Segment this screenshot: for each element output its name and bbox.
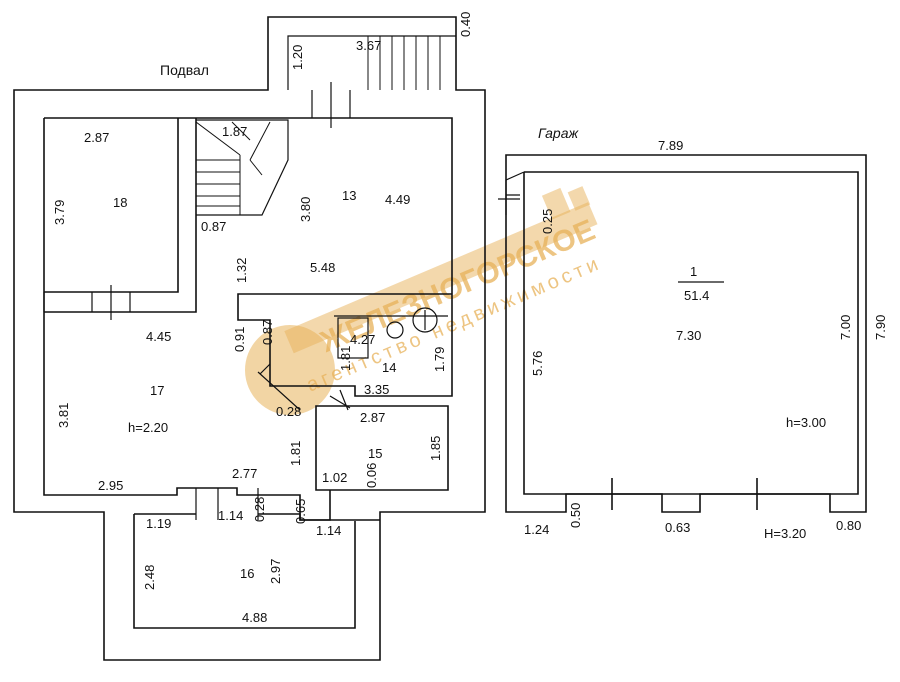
dim-3-81: 3.81	[56, 403, 71, 428]
dim-1-79: 1.79	[432, 347, 447, 372]
room-17-height: h=2.20	[128, 420, 168, 435]
dim-1-19: 1.19	[146, 516, 171, 531]
dim-1-14-b: 1.14	[316, 523, 341, 538]
dim-0-28-a: 0.28	[276, 404, 301, 419]
watermark-logo-circle	[245, 325, 335, 415]
room-labels: 18 13 17 h=2.20 14 15 16 1 51.4 h=3.00 H…	[113, 188, 826, 581]
dim-garage-7-30: 7.30	[676, 328, 701, 343]
dim-0-65: 0.65	[293, 499, 308, 524]
dim-stair-r: 0.40	[458, 12, 473, 37]
exterior-stair	[367, 36, 441, 90]
dim-r13-left: 1.32	[234, 258, 249, 283]
dim-2-87-b: 2.87	[360, 410, 385, 425]
dim-r13-side: 3.80	[298, 197, 313, 222]
garage-walls	[498, 154, 867, 513]
dim-garage-1-24: 1.24	[524, 522, 549, 537]
shower-fixture	[412, 307, 438, 333]
stairs	[195, 36, 441, 216]
garage-room-number: 1	[690, 264, 697, 279]
dim-1-14-a: 1.14	[218, 508, 243, 523]
dim-garage-5-76: 5.76	[530, 351, 545, 376]
room-15-label: 15	[368, 446, 382, 461]
garage-title: Гараж	[538, 125, 580, 141]
dim-garage-7-00: 7.00	[838, 315, 853, 340]
room-17-label: 17	[150, 383, 164, 398]
dim-r13-right: 4.49	[385, 192, 410, 207]
watermark: ЖЕЛЕЗНОГОРСКОЕ агентство недвижимости	[245, 186, 605, 415]
dim-garage-top: 7.89	[658, 138, 683, 153]
basement-title: Подвал	[160, 62, 209, 78]
dim-garage-0-80: 0.80	[836, 518, 861, 533]
dim-2-48: 2.48	[142, 565, 157, 590]
dim-garage-0-63: 0.63	[665, 520, 690, 535]
dim-r13-bottom: 5.48	[310, 260, 335, 275]
dim-4-27: 4.27	[350, 332, 375, 347]
dim-r18-side: 3.79	[52, 200, 67, 225]
dim-stair-l: 1.20	[290, 45, 305, 70]
dim-0-06: 0.06	[364, 463, 379, 488]
dim-1-81-a: 1.81	[338, 346, 353, 371]
dimension-labels-vertical: 0.40 1.20 3.79 3.80 1.32 0.91 0.87 1.81 …	[52, 12, 888, 590]
dim-0-28-b: 0.28	[252, 497, 267, 522]
room-14-label: 14	[382, 360, 396, 375]
dim-stair-width: 3.67	[356, 38, 381, 53]
dim-stair-bottom: 0.87	[201, 219, 226, 234]
dim-4-45: 4.45	[146, 329, 171, 344]
dim-garage-0-50: 0.50	[568, 503, 583, 528]
dim-1-81-b: 1.81	[288, 441, 303, 466]
dim-1-85: 1.85	[428, 436, 443, 461]
dim-0-87: 0.87	[260, 320, 275, 345]
dim-1-02: 1.02	[322, 470, 347, 485]
dim-2-95: 2.95	[98, 478, 123, 493]
garage-room-area: 51.4	[684, 288, 709, 303]
dim-3-35: 3.35	[364, 382, 389, 397]
garage-inner-height: h=3.00	[786, 415, 826, 430]
garage-outer-height: H=3.20	[764, 526, 806, 541]
dim-stair-top: 1.87	[222, 124, 247, 139]
room-13-label: 13	[342, 188, 356, 203]
toilet-fixture	[386, 321, 404, 339]
sink-fixture	[337, 317, 369, 359]
basement-walls	[13, 16, 486, 661]
dim-0-91: 0.91	[232, 327, 247, 352]
dim-r18-top: 2.87	[84, 130, 109, 145]
dim-2-97: 2.97	[268, 559, 283, 584]
dim-2-77: 2.77	[232, 466, 257, 481]
interior-stair	[195, 119, 289, 216]
dimension-labels: 3.67 2.87 1.87 0.87 4.49 5.48 4.27 3.35 …	[84, 38, 861, 625]
room-16-label: 16	[240, 566, 254, 581]
room-18-label: 18	[113, 195, 127, 210]
dim-garage-7-90: 7.90	[873, 315, 888, 340]
dim-4-88: 4.88	[242, 610, 267, 625]
dim-garage-0-25: 0.25	[540, 209, 555, 234]
